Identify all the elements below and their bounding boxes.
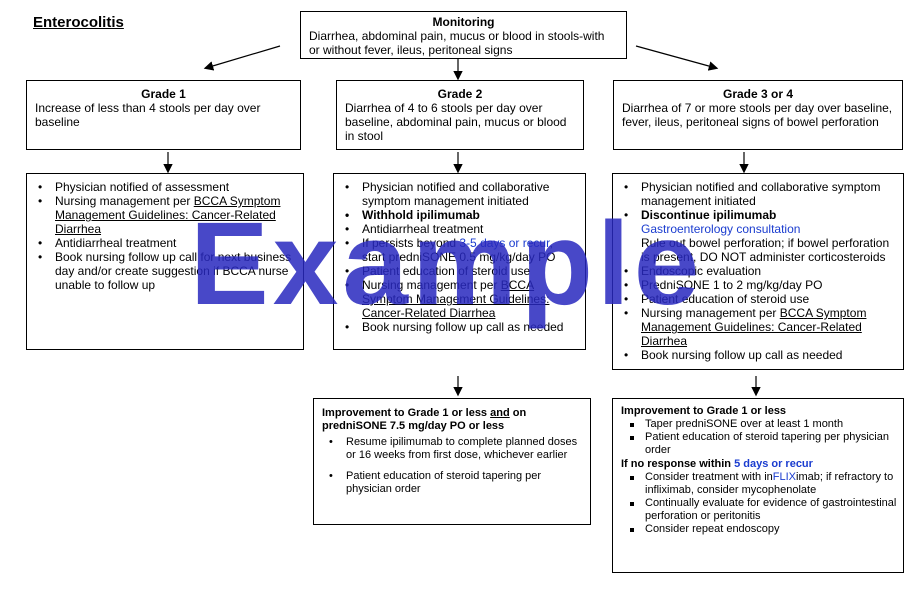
list-item: Nursing management per BCCA Symptom Mana… xyxy=(338,278,579,320)
list-item: Book nursing follow up call as needed xyxy=(617,348,897,362)
bcca-guidelines-link[interactable]: BCCA Symptom Management Guidelines: Canc… xyxy=(362,278,550,320)
improve2-title: Improvement to Grade 1 or less and on pr… xyxy=(322,407,527,432)
improve3-list2: Consider treatment with inFLIXimab; if r… xyxy=(621,471,897,536)
grade1-actions-list: Physician notified of assessment Nursing… xyxy=(31,180,297,292)
bcca-guidelines-link[interactable]: BCCA Symptom Management Guidelines: Canc… xyxy=(641,306,867,348)
improve3-title: Improvement to Grade 1 or less xyxy=(621,405,787,417)
list-item: Book nursing follow up call as needed xyxy=(338,320,579,334)
grade3-desc: Diarrhea of 7 or more stools per day ove… xyxy=(622,101,893,129)
list-item: Continually evaluate for evidence of gas… xyxy=(621,497,897,523)
list-item: Consider repeat endoscopy xyxy=(621,523,897,536)
list-item: Antidiarrheal treatment xyxy=(31,236,297,250)
grade2-title: Grade 2 xyxy=(437,87,483,101)
grade3-actions-list: Physician notified and collaborative sym… xyxy=(617,180,897,362)
list-item: Patient education of steroid tapering pe… xyxy=(621,431,897,457)
list-item: PredniSONE 1 to 2 mg/kg/day PO xyxy=(617,278,897,292)
monitoring-text: Diarrhea, abdominal pain, mucus or blood… xyxy=(309,29,605,57)
list-item: Nursing management per BCCA Symptom Mana… xyxy=(31,194,297,236)
list-item: Antidiarrheal treatment xyxy=(338,222,579,236)
bcca-guidelines-link[interactable]: BCCA Symptom Management Guidelines: Canc… xyxy=(55,194,281,236)
list-item: Physician notified of assessment xyxy=(31,180,297,194)
list-item: Patient education of steroid use xyxy=(617,292,897,306)
list-item: Patient education of steroid use xyxy=(338,264,579,278)
arrow-to-grade1 xyxy=(203,45,281,71)
improve2-box: Improvement to Grade 1 or less and on pr… xyxy=(313,398,591,525)
list-item: Book nursing follow up call for next bus… xyxy=(31,250,297,292)
list-item: Patient education of steroid tapering pe… xyxy=(322,470,584,496)
list-item: Taper predniSONE over at least 1 month xyxy=(621,418,897,431)
grade3-title: Grade 3 or 4 xyxy=(722,87,794,101)
improve3-box: Improvement to Grade 1 or less Taper pre… xyxy=(612,398,904,573)
grade3-actions-box: Physician notified and collaborative sym… xyxy=(612,173,904,370)
grade1-box: Grade 1 Increase of less than 4 stools p… xyxy=(26,80,301,150)
arrow-to-grade3 xyxy=(635,45,719,71)
grade2-desc: Diarrhea of 4 to 6 stools per day over b… xyxy=(345,101,567,143)
list-item: Physician notified and collaborative sym… xyxy=(338,180,579,208)
list-item: Withhold ipilimumab xyxy=(338,208,579,222)
grade1-desc: Increase of less than 4 stools per day o… xyxy=(35,101,261,129)
monitoring-title: Monitoring xyxy=(432,15,495,29)
improve2-list: Resume ipilimumab to complete planned do… xyxy=(322,436,584,496)
list-item: Physician notified and collaborative sym… xyxy=(617,180,897,208)
list-item: Endoscopic evaluation xyxy=(617,264,897,278)
list-item: Resume ipilimumab to complete planned do… xyxy=(322,436,584,462)
page-title: Enterocolitis xyxy=(33,14,124,31)
grade2-box: Grade 2 Diarrhea of 4 to 6 stools per da… xyxy=(336,80,584,150)
monitoring-box: Monitoring Diarrhea, abdominal pain, muc… xyxy=(300,11,627,59)
list-item: Consider treatment with inFLIXimab; if r… xyxy=(621,471,897,497)
grade2-actions-box: Physician notified and collaborative sym… xyxy=(333,173,586,350)
no-response-heading: If no response within 5 days or recur xyxy=(621,458,813,470)
grade2-actions-list: Physician notified and collaborative sym… xyxy=(338,180,579,334)
improve3-list: Taper predniSONE over at least 1 month P… xyxy=(621,418,897,457)
grade3-box: Grade 3 or 4 Diarrhea of 7 or more stool… xyxy=(613,80,903,150)
list-item: Nursing management per BCCA Symptom Mana… xyxy=(617,306,897,348)
grade1-title: Grade 1 xyxy=(141,87,186,101)
grade1-actions-box: Physician notified of assessment Nursing… xyxy=(26,173,304,350)
list-item: If persists beyond 3-5 days or recur, st… xyxy=(338,236,579,264)
